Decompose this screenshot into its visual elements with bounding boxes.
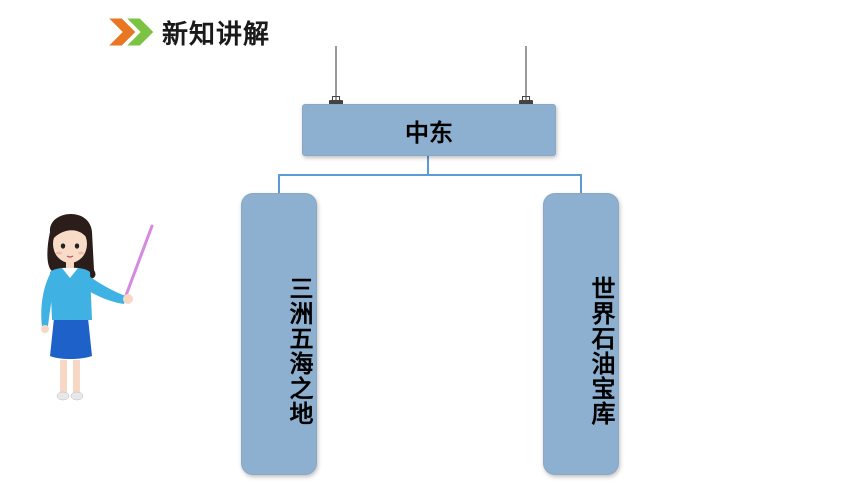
root-node: 中东 (302, 104, 556, 156)
section-header: 新知讲解 (106, 14, 270, 50)
branch-node-right: 世界石油宝库 (543, 193, 619, 475)
section-title: 新知讲解 (162, 19, 271, 50)
branch-node-left: 三洲五海之地 (241, 193, 317, 475)
double-chevron-right-icon (106, 17, 155, 47)
pointer-stick (123, 224, 154, 300)
hanging-string-right (525, 46, 527, 104)
hanging-string-left (335, 46, 337, 104)
teacher-illustration (41, 213, 154, 401)
